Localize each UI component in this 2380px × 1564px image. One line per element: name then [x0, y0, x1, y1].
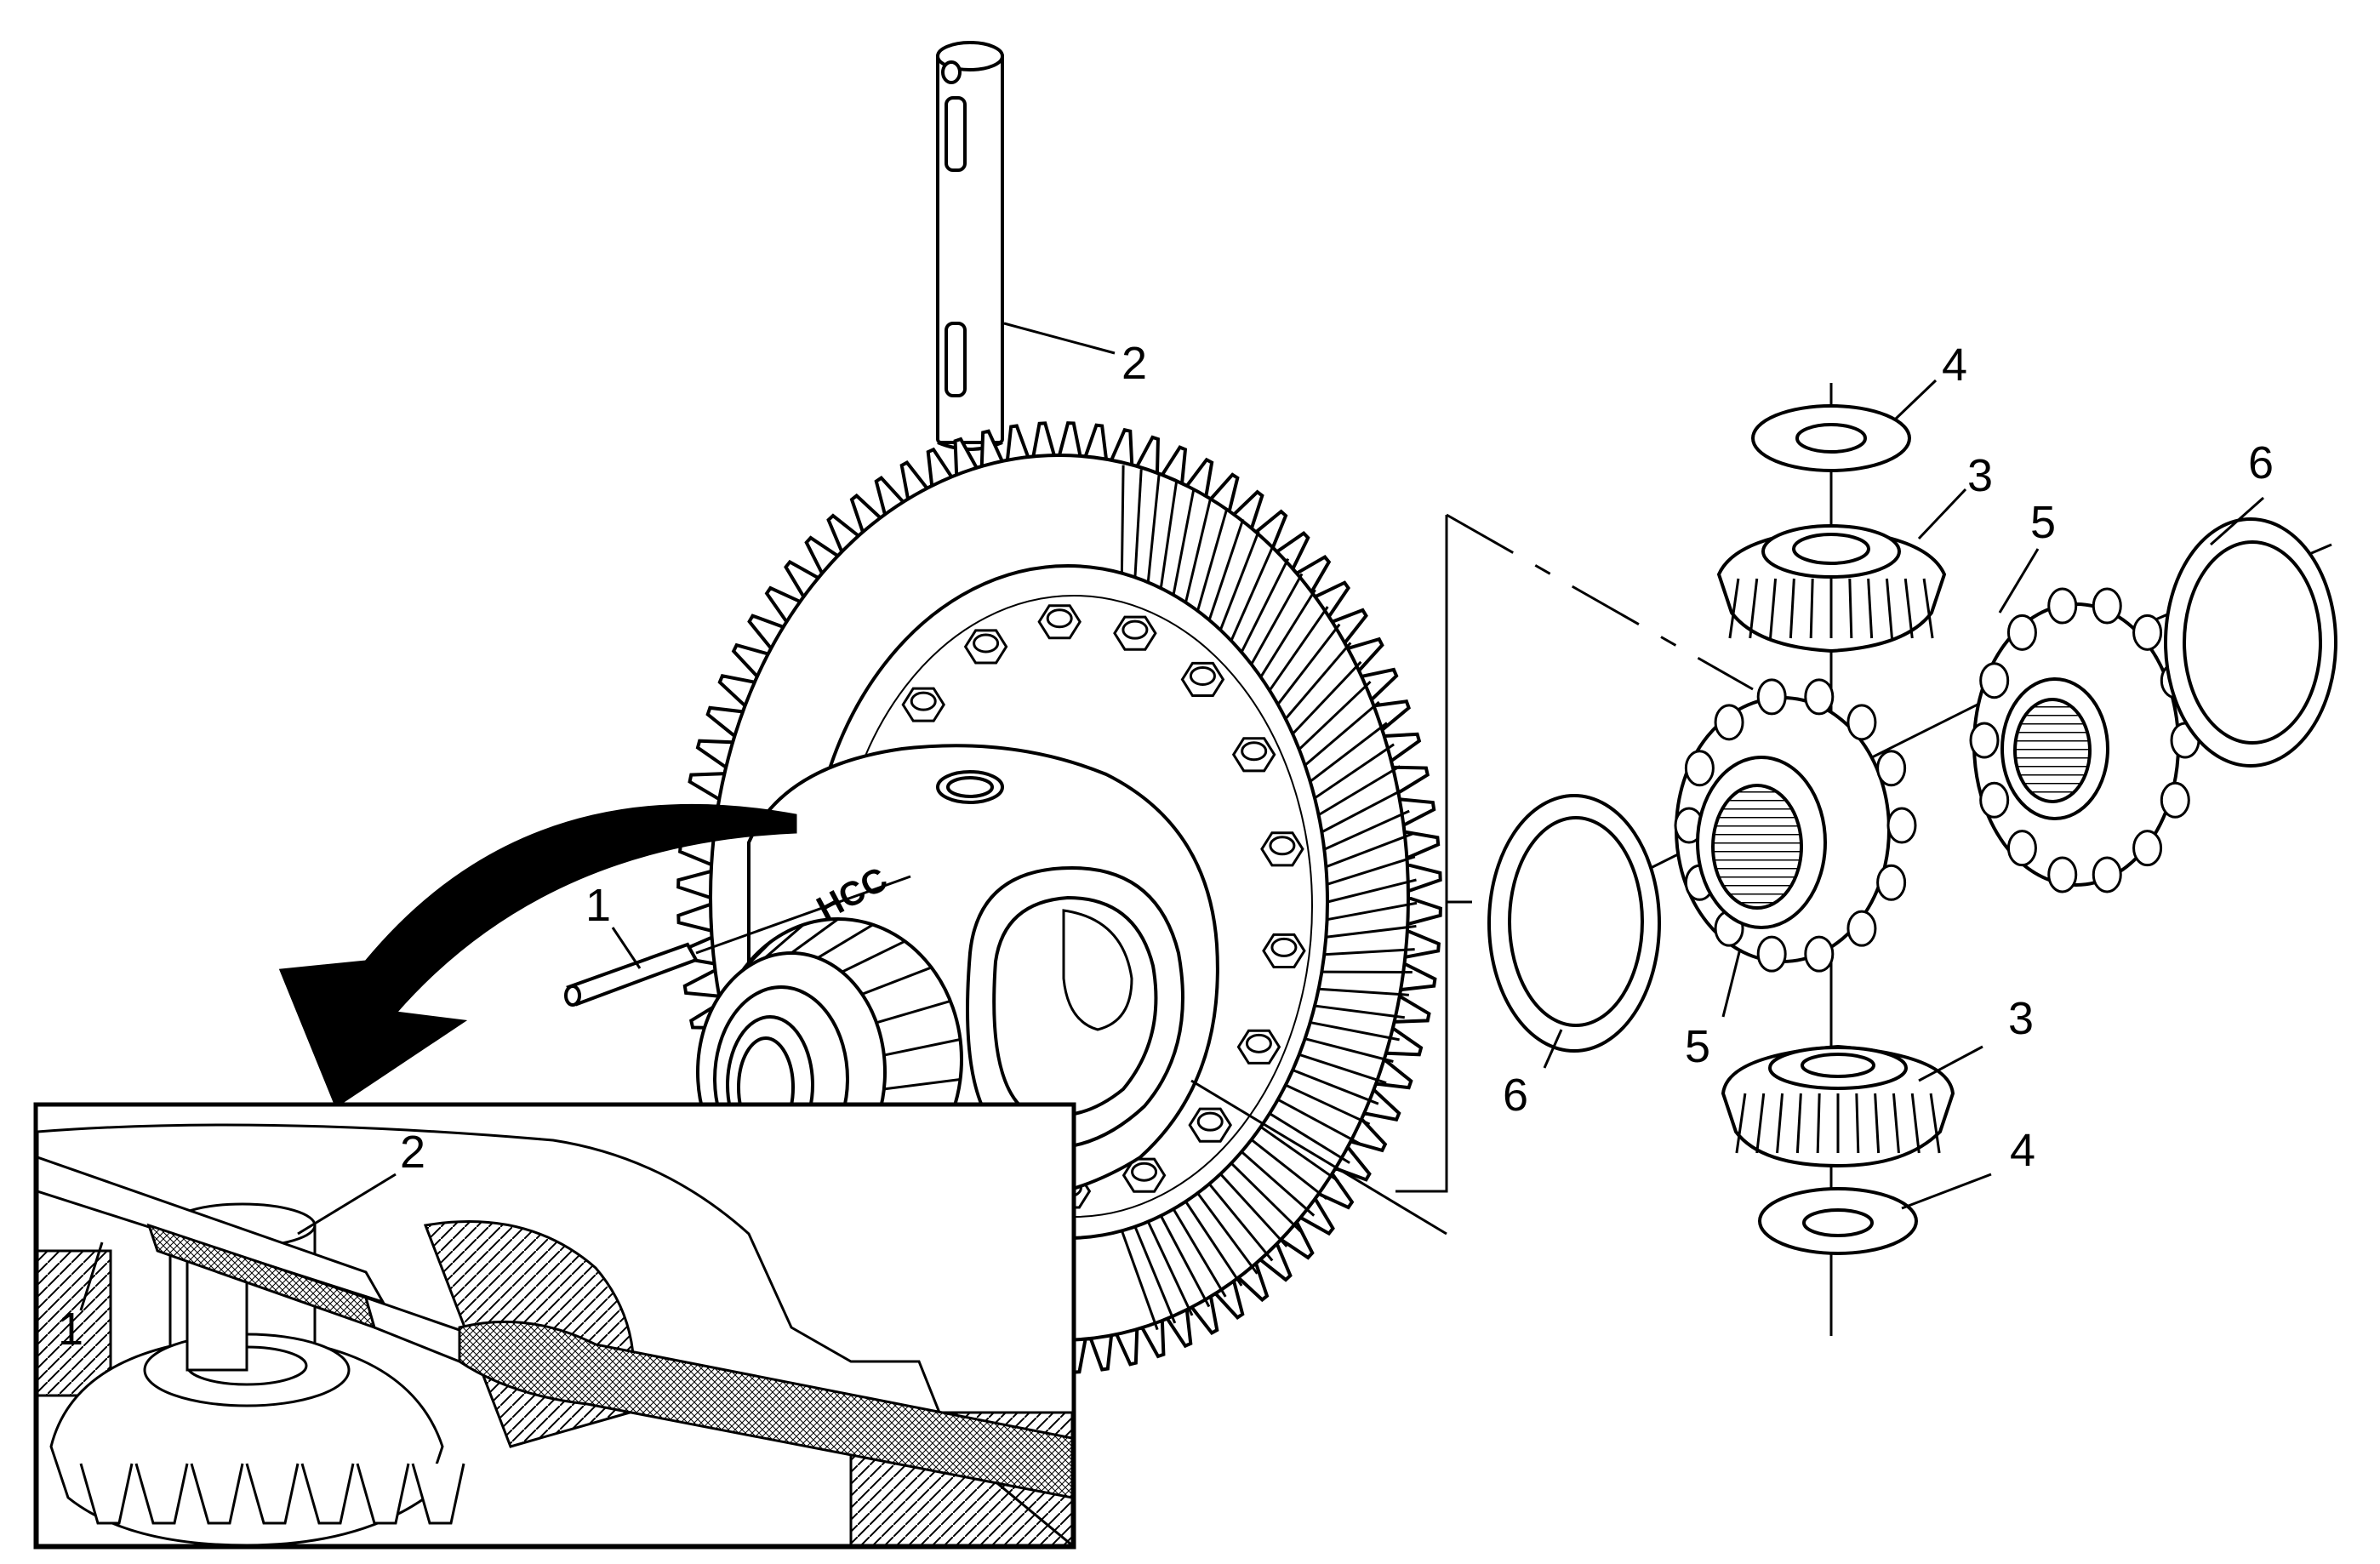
callout-1-inset: 1	[58, 1304, 83, 1355]
callout-4-bottom: 4	[2010, 1125, 2035, 1176]
callout-4-top: 4	[1942, 340, 1967, 391]
callout-3-bottom: 3	[2008, 993, 2034, 1044]
differential-side-gear-left	[1674, 678, 1917, 973]
side-gear-thrust-washer-right	[2164, 517, 2337, 768]
inset-detail	[33, 1102, 1076, 1550]
callout-5-right: 5	[2030, 497, 2056, 548]
callout-2-inset: 2	[400, 1127, 425, 1178]
inset-leaders	[79, 1173, 397, 1311]
pinion-shaft	[936, 41, 1004, 749]
pinion-thrust-washer-top	[1751, 404, 1911, 472]
callout-6-left: 6	[1503, 1070, 1528, 1121]
side-gear-thrust-washer-left	[1487, 794, 1661, 1053]
pinion-shaft-lock-pin	[564, 875, 911, 1007]
differential-pinion-gear-bottom	[1721, 1044, 1955, 1168]
callout-5-left: 5	[1685, 1021, 1710, 1072]
pinion-thrust-washer-bottom	[1758, 1187, 1918, 1255]
callout-leaders	[611, 322, 2264, 1210]
callout-3-top: 3	[1967, 450, 1993, 501]
callout-6-right: 6	[2248, 437, 2274, 488]
differential-side-gear-right	[1969, 587, 2200, 893]
callout-2-top: 2	[1122, 338, 1147, 389]
differential-pinion-gear-top	[1716, 524, 1947, 654]
callout-1-main: 1	[585, 880, 611, 931]
